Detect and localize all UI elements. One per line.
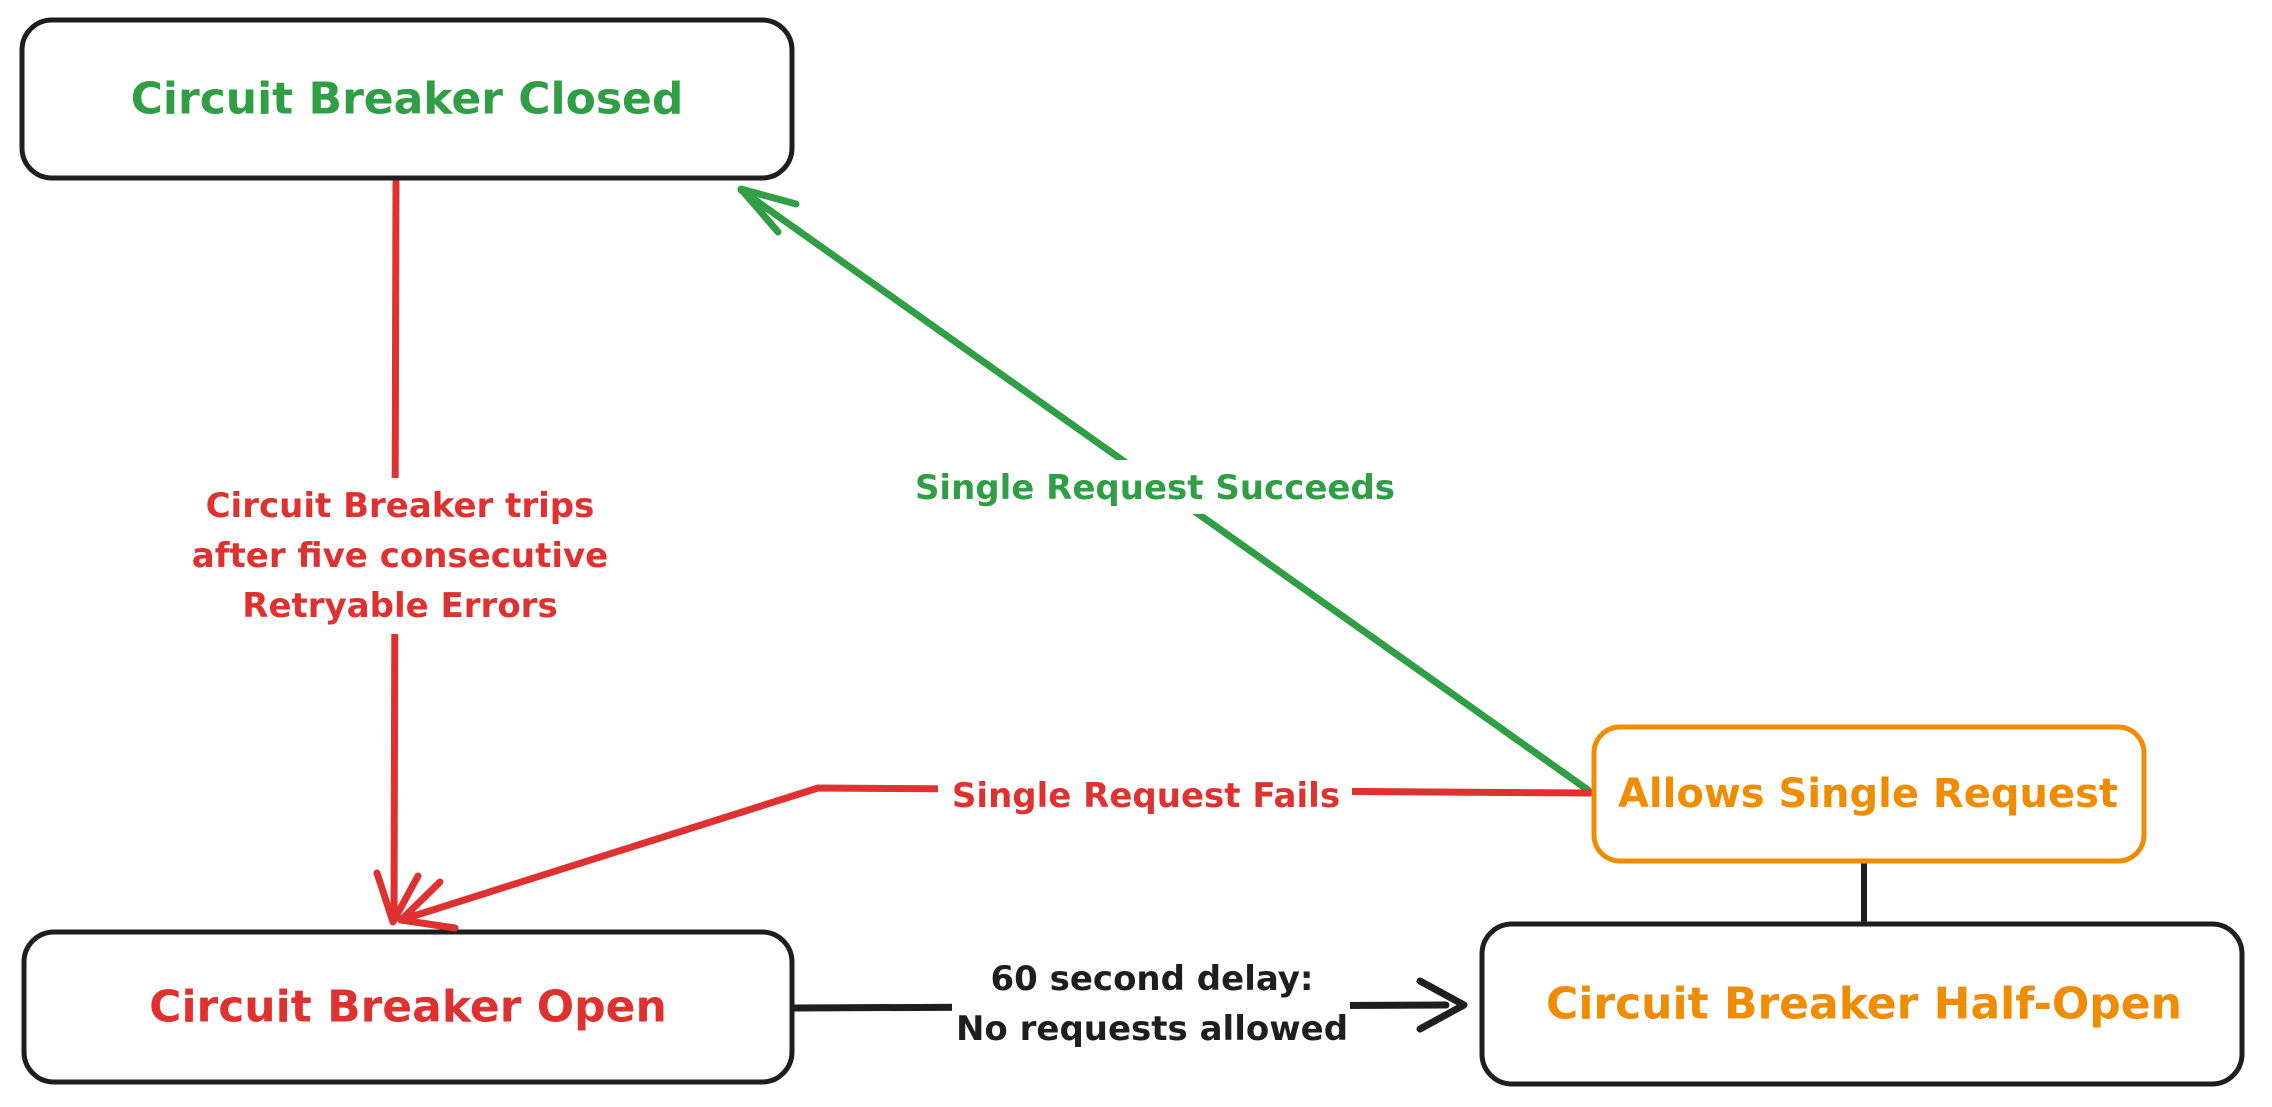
edge-succeeds-label: Single Request Succeeds [915,468,1395,508]
edge-fails-label: Single Request Fails [952,776,1340,816]
node-closed-box [19,17,795,181]
node-open-box [21,929,795,1085]
node-allows-box [1591,724,2147,864]
node-allows-label: Allows Single Request [1618,771,2118,817]
succeeds-label-bg [916,460,1394,514]
edge-delay-label-line-1: 60 second delay: [990,959,1313,999]
edge-trip-label-line-2: after five consecutive [192,536,608,576]
fails-arrowhead-icon [397,878,459,932]
edge-trip-label-line-1: Circuit Breaker trips [206,486,595,526]
node-open-label: Circuit Breaker Open [149,982,667,1033]
edge-delay-label-line-2: No requests allowed [956,1009,1348,1049]
node-half-open-box [1479,921,2245,1087]
delay-arrowhead-icon [1416,977,1468,1033]
fails-label-bg [938,768,1352,826]
trip-arrowhead-icon [373,869,422,926]
trip-label-bg [172,478,628,634]
node-closed-label: Circuit Breaker Closed [131,74,684,125]
node-half-open-label: Circuit Breaker Half-Open [1546,979,2182,1030]
succeeds-arrowhead-icon [737,185,800,236]
edge-trip-label-line-3: Retryable Errors [242,586,557,626]
delay-label-bg [952,952,1350,1054]
